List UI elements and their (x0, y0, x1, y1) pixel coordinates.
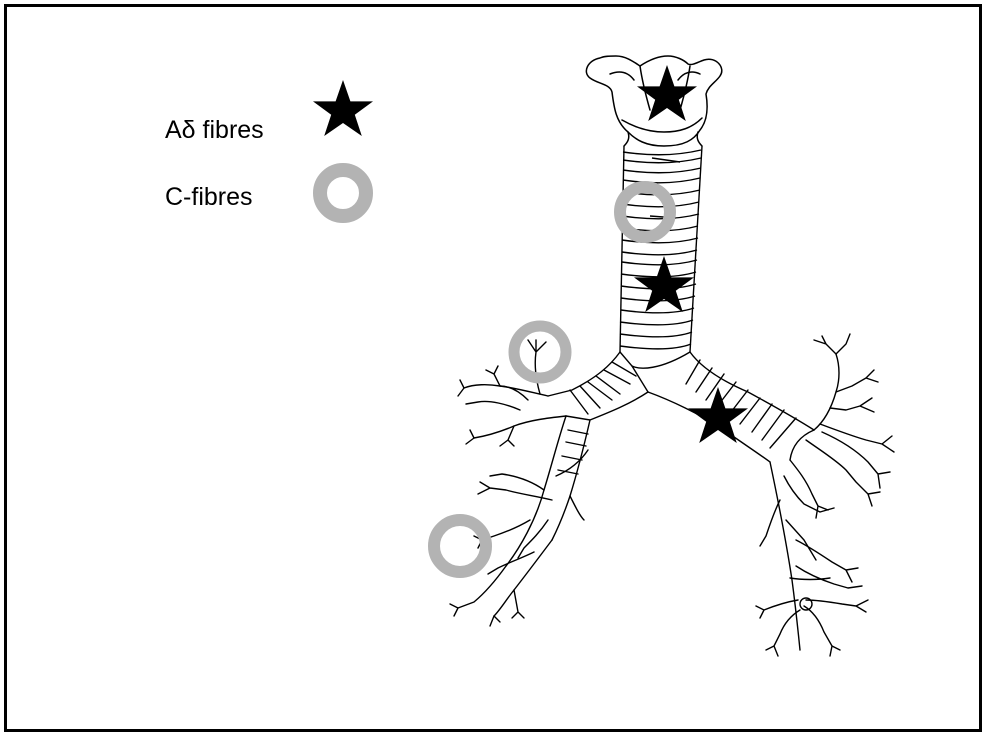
legend-star-icon (313, 80, 373, 136)
larynx-drawing (586, 56, 721, 146)
c-fibre-marker-left-upper (514, 326, 566, 378)
left-bronchial-tree (450, 340, 588, 626)
bronchi-drawing (506, 352, 814, 650)
a-delta-marker-right-bronchus (688, 387, 748, 443)
trachea-drawing (620, 146, 702, 352)
c-fibre-marker-left-lower (434, 520, 486, 572)
legend-ring-icon (320, 170, 366, 216)
